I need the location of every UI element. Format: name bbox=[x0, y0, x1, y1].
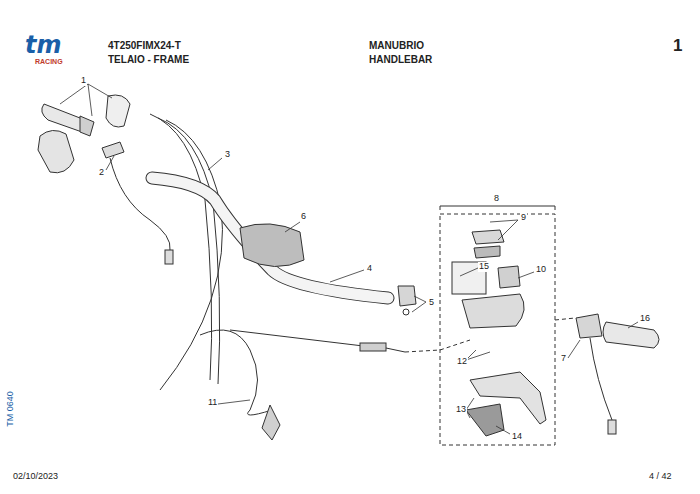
page-title: HANDLEBAR bbox=[368, 54, 433, 65]
throttle-grip bbox=[38, 95, 130, 173]
callout-number: 3 bbox=[224, 150, 231, 160]
page-number: 1 bbox=[672, 37, 683, 56]
callout-number: 8 bbox=[493, 194, 500, 204]
print-date: 02/10/2023 bbox=[12, 472, 59, 482]
callout-number: 11 bbox=[207, 398, 218, 408]
switch-wire bbox=[110, 158, 170, 250]
callout-number: 10 bbox=[535, 265, 547, 275]
callout-number: 5 bbox=[428, 298, 435, 308]
callout-number: 4 bbox=[366, 264, 373, 274]
callout-number: 12 bbox=[456, 357, 468, 367]
callout-number: 14 bbox=[511, 432, 523, 442]
callout-number: 6 bbox=[300, 212, 307, 222]
brand-logo: RACING bbox=[34, 58, 64, 66]
callout-number: 15 bbox=[478, 262, 490, 272]
callout-number: 1 bbox=[80, 76, 87, 86]
handlebar-tube bbox=[152, 178, 388, 298]
sheet-number: 4 / 42 bbox=[648, 472, 673, 482]
model-code: 4T250FIMX24-T bbox=[107, 40, 182, 51]
page-title: MANUBRIO bbox=[368, 40, 425, 51]
callout-number: 13 bbox=[455, 405, 467, 415]
callout-number: 9 bbox=[520, 213, 527, 223]
callout-number: 2 bbox=[98, 168, 105, 178]
drawing-code: TM 0640 bbox=[6, 390, 16, 428]
callout-number: 16 bbox=[639, 314, 651, 324]
brand-logo: tm bbox=[24, 32, 62, 58]
section-title: TELAIO - FRAME bbox=[107, 54, 190, 65]
callout-number: 7 bbox=[560, 354, 567, 364]
bar-pad bbox=[240, 224, 304, 267]
